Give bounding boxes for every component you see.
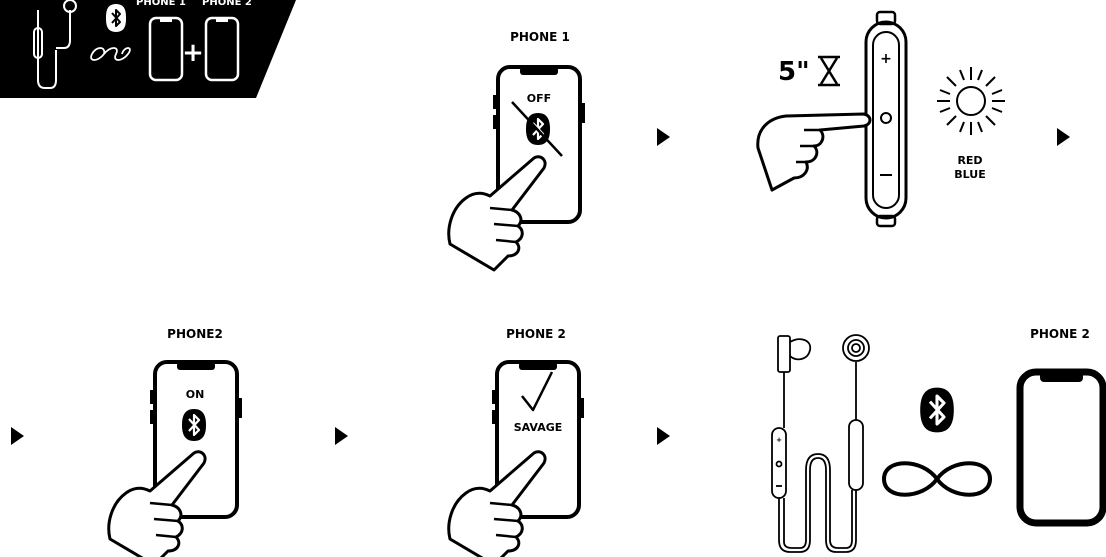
infinity-icon [90,47,131,61]
hand-pointer-icon [756,112,872,192]
plus-icon: + [880,51,892,67]
step4-screen-text: SAVAGE [513,421,563,434]
bluetooth-icon [918,386,956,434]
bluetooth-icon [180,407,208,443]
plus-icon: + [182,38,204,68]
step-1-phone1-off [447,65,670,272]
banner-phone1-label: PHONE 1 [136,0,186,8]
remote-control: + [864,10,908,228]
hold-time-label: 5" [778,57,810,87]
phone-icon [1016,368,1106,527]
step3-screen-text: ON [185,388,205,401]
earphones-icon [33,0,77,89]
arrow-right-icon [657,427,670,445]
step1-title: PHONE 1 [510,30,570,44]
earphones-icon: + [771,334,870,553]
svg-text:+: + [776,436,782,444]
power-button [880,112,892,124]
arrow-right-icon [335,427,348,445]
step1-screen-text: OFF [526,92,552,105]
arrow-right-icon [1057,128,1070,146]
bluetooth-icon [106,4,126,32]
checkmark-icon [521,371,554,412]
step-2-hold-button: + [756,10,1070,228]
step5-title: PHONE 2 [1030,327,1090,341]
infinity-icon [881,461,993,497]
light-icon [937,67,1005,135]
arrow-right-icon [657,128,670,146]
banner-phone2-label: PHONE 2 [202,0,252,8]
step4-title: PHONE 2 [506,327,566,341]
strike-line [511,101,563,157]
dual-pairing-banner: + [0,0,296,98]
led-color-red: RED [957,154,983,167]
step3-title: PHONE2 [167,327,223,341]
hourglass-icon [818,55,840,87]
step-5-connected: + [771,334,1106,553]
step-4-select-device [335,360,670,557]
arrow-right-icon [11,427,24,445]
led-color-blue: BLUE [954,168,986,181]
